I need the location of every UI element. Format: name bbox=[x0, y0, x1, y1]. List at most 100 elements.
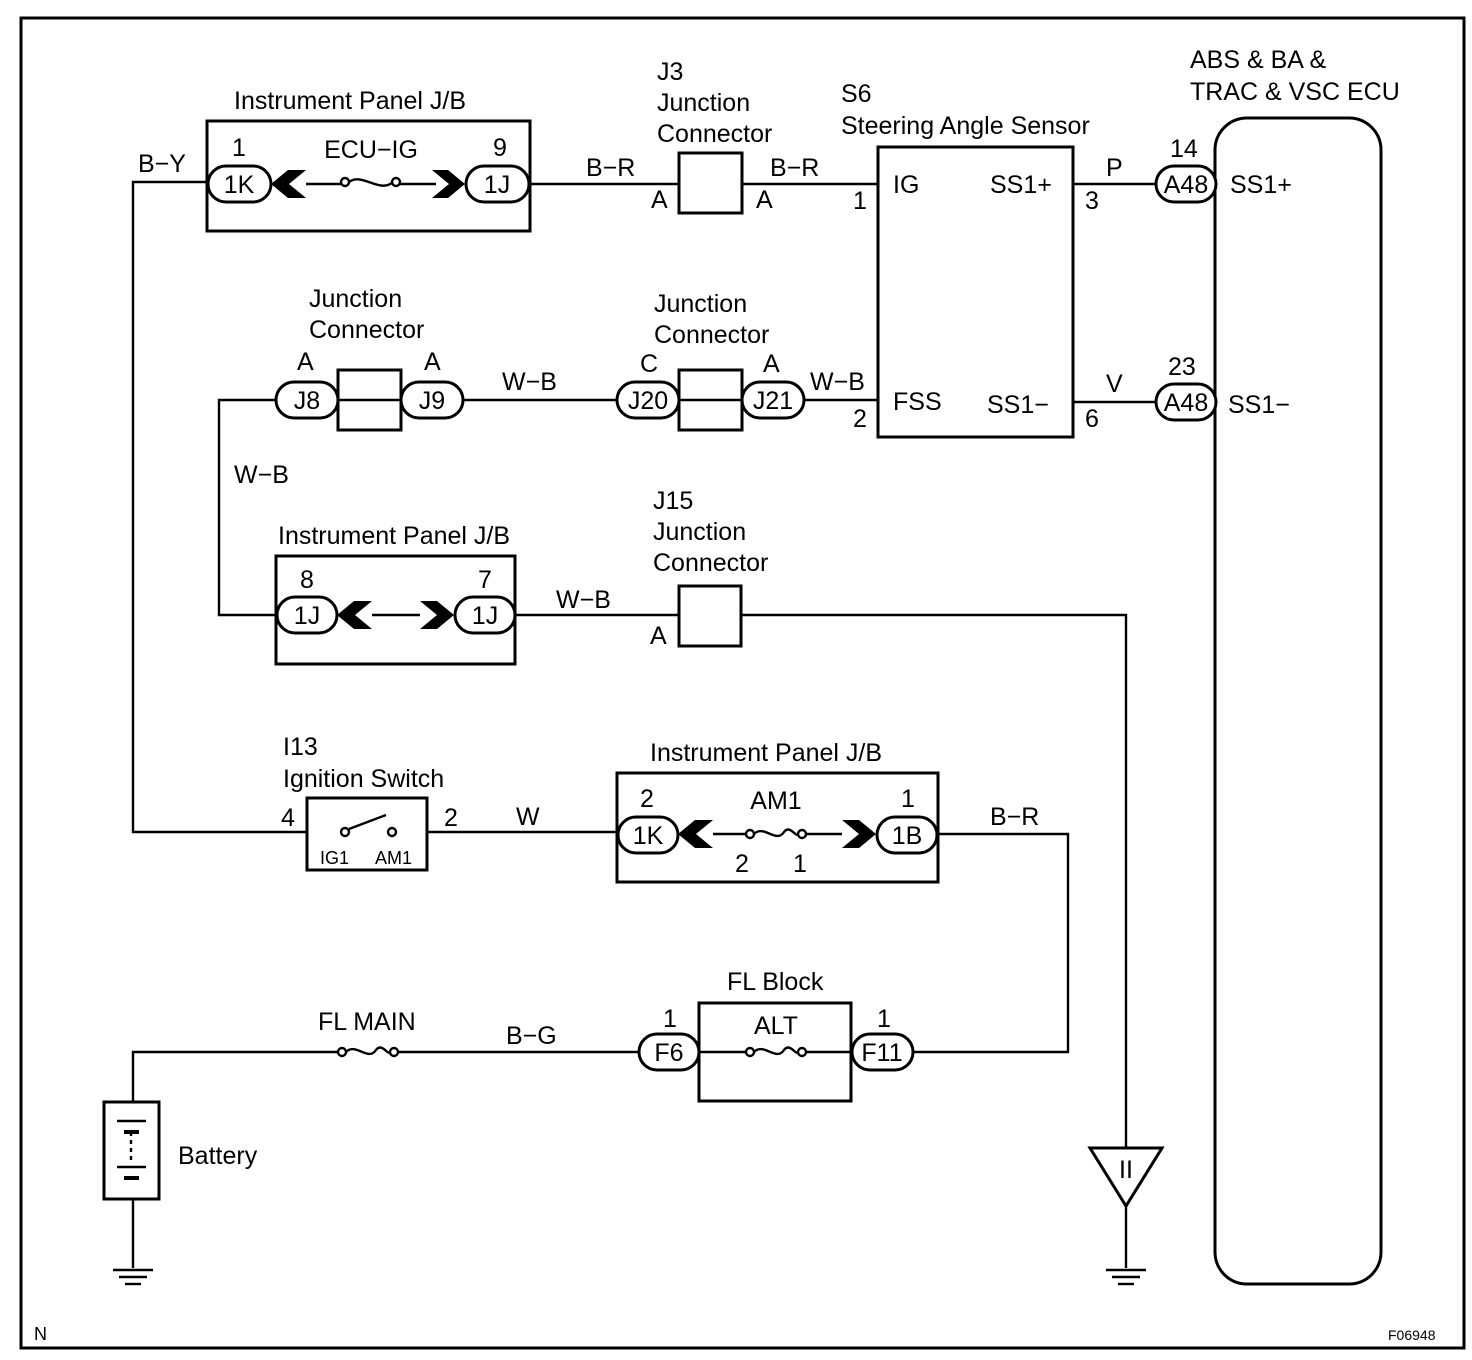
battery-box bbox=[102, 1100, 161, 1201]
ground-mark: II bbox=[1119, 1156, 1133, 1184]
j15-line2: Junction bbox=[653, 518, 746, 546]
jb3-right-conn-label: 1B bbox=[892, 822, 923, 850]
j3-right-pin: A bbox=[756, 186, 773, 214]
ign-line2: Ignition Switch bbox=[283, 765, 444, 793]
jc1-left-conn-label: J8 bbox=[294, 387, 320, 415]
jb2-left-conn-label: 1J bbox=[294, 602, 320, 630]
j15-box bbox=[677, 584, 743, 648]
ecu-ss1m-label: SS1− bbox=[1228, 391, 1290, 419]
jb1-left-arrow bbox=[271, 170, 306, 198]
jb3-left-arrow bbox=[678, 820, 713, 848]
a48-top-label: A48 bbox=[1164, 171, 1208, 199]
a48-bottom-pill bbox=[1154, 382, 1218, 422]
jb2-left-arrow bbox=[337, 601, 372, 629]
figure-code: F06948 bbox=[1388, 1327, 1436, 1343]
j3-line1: J3 bbox=[657, 58, 683, 86]
jb2-right-arrow bbox=[420, 601, 454, 629]
ign-line1: I13 bbox=[283, 733, 318, 761]
j15-line1: J15 bbox=[653, 487, 693, 515]
fl-left-pin: 1 bbox=[663, 1005, 677, 1033]
wire-wb-3 bbox=[217, 398, 277, 617]
jc2-left-conn-label: J20 bbox=[628, 387, 668, 415]
fl-block: FL Block ALT 1 F6 1 F11 bbox=[637, 968, 915, 1103]
jb3-left-conn-label: 1K bbox=[633, 822, 664, 850]
fl-main-fuse-icon bbox=[345, 1046, 392, 1056]
jb1-title: Instrument Panel J/B bbox=[234, 87, 466, 115]
wire-label-wb-1: W−B bbox=[502, 368, 557, 396]
jc1-line1: Junction bbox=[309, 285, 402, 313]
wire-battery-feed bbox=[131, 1050, 338, 1102]
s6-pin-ss1p: 3 bbox=[1085, 187, 1099, 215]
wire-by bbox=[131, 180, 307, 834]
wire-label-v: V bbox=[1106, 370, 1123, 398]
wire-label-wb-2: W−B bbox=[810, 368, 865, 396]
ign-ig1: IG1 bbox=[320, 848, 349, 868]
a48-top-pin: 14 bbox=[1170, 135, 1198, 163]
fl-right-connector bbox=[850, 1032, 915, 1072]
jb3-fuse-pin-left: 2 bbox=[735, 850, 749, 878]
jc1-right-pin: A bbox=[424, 348, 441, 376]
ign-pin-right: 2 bbox=[444, 804, 458, 832]
jb1-left-pin: 1 bbox=[232, 134, 246, 162]
j15-pin: A bbox=[650, 622, 667, 650]
ecu-body bbox=[1213, 116, 1383, 1286]
jb1-box bbox=[205, 119, 532, 233]
jb2-right-pin: 7 bbox=[478, 566, 492, 594]
jb1-fuse-label: ECU−IG bbox=[324, 136, 418, 164]
jb1-right-arrow bbox=[432, 170, 465, 198]
a48-bottom-label: A48 bbox=[1164, 389, 1208, 417]
s6-ss1m-label: SS1− bbox=[987, 391, 1049, 419]
fl-left-conn-label: F6 bbox=[654, 1039, 683, 1067]
jb2-right-conn-label: 1J bbox=[472, 602, 498, 630]
jc2-left-pin: C bbox=[640, 350, 658, 378]
wire-label-p: P bbox=[1106, 154, 1123, 182]
jb3-left-pin: 2 bbox=[640, 785, 654, 813]
s6-ig-label: IG bbox=[893, 171, 919, 199]
jc1-line2: Connector bbox=[309, 316, 424, 344]
s6-line1: S6 bbox=[841, 80, 872, 108]
wire-label-w: W bbox=[516, 803, 540, 831]
s6-pin-ss1m: 6 bbox=[1085, 405, 1099, 433]
jc2-right-pin: A bbox=[763, 350, 780, 378]
s6-box bbox=[876, 145, 1075, 439]
wire-label-br-2: B−R bbox=[770, 154, 819, 182]
wire-label-bg: B−G bbox=[506, 1022, 557, 1050]
junction-j20-j21: Junction Connector C A J20 J21 bbox=[615, 290, 806, 432]
ign-pin-left: 4 bbox=[281, 804, 295, 832]
jb3-right-connector bbox=[875, 815, 939, 855]
fl-main-label: FL MAIN bbox=[318, 1008, 416, 1036]
ecu-title-line2: TRAC & VSC ECU bbox=[1190, 78, 1400, 106]
fl-main-fuse-left bbox=[336, 1046, 348, 1058]
connector-a48-top: 14 A48 bbox=[1154, 135, 1218, 204]
steering-angle-sensor: S6 Steering Angle Sensor IG SS1+ FSS SS1… bbox=[841, 80, 1099, 439]
jc2-right-conn-label: J21 bbox=[753, 387, 793, 415]
jb1-right-pin: 9 bbox=[493, 134, 507, 162]
wire-label-wb-4: W−B bbox=[556, 586, 611, 614]
jb1-left-connector-label: 1K bbox=[224, 171, 255, 199]
s6-fss-label: FSS bbox=[893, 388, 942, 416]
a48-bottom-pin: 23 bbox=[1168, 353, 1196, 381]
j3-box bbox=[677, 151, 744, 215]
wire-label-by: B−Y bbox=[138, 150, 186, 178]
ignition-switch: I13 Ignition Switch IG1 AM1 4 2 bbox=[281, 733, 458, 872]
jb-am1: Instrument Panel J/B 2 1K AM1 2 1 1 1B bbox=[615, 739, 940, 884]
junction-j15: J15 Junction Connector A bbox=[650, 487, 768, 650]
ign-am1: AM1 bbox=[375, 848, 412, 868]
j3-left-pin: A bbox=[651, 186, 668, 214]
jc2-line1: Junction bbox=[654, 290, 747, 318]
s6-ss1p-label: SS1+ bbox=[990, 171, 1052, 199]
jb-ecu-ig: Instrument Panel J/B 1 1K ECU−IG 9 1J bbox=[205, 87, 532, 233]
jc1-right-conn-label: J9 bbox=[419, 387, 445, 415]
diagram-frame bbox=[19, 16, 1466, 1350]
junction-j8-j9: Junction Connector A A J8 J9 bbox=[274, 285, 465, 432]
j15-line3: Connector bbox=[653, 549, 768, 577]
fl-main-fuse-right bbox=[388, 1046, 400, 1058]
jb2-title: Instrument Panel J/B bbox=[278, 522, 510, 550]
jb3-right-arrow bbox=[842, 820, 876, 848]
jc1-left-pin: A bbox=[297, 348, 314, 376]
jb1-right-connector bbox=[464, 164, 531, 204]
jb3-fuse-pin-right: 1 bbox=[793, 850, 807, 878]
wire-br-3 bbox=[913, 832, 1070, 1054]
junction-j3: J3 Junction Connector A A bbox=[651, 58, 773, 215]
